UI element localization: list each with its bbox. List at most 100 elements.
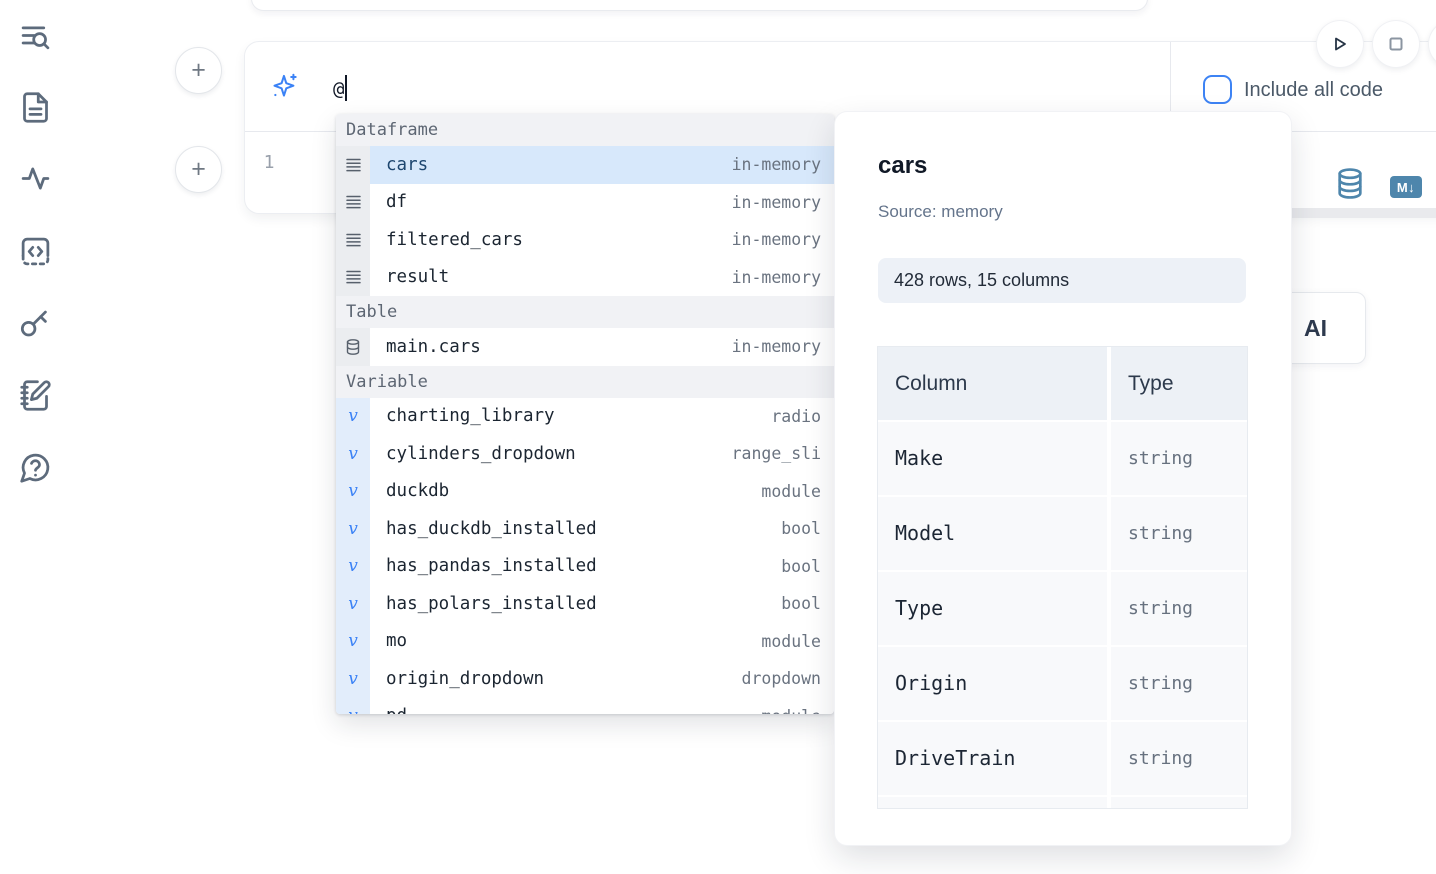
table-row: Model string: [878, 497, 1247, 570]
variable-icon: v: [336, 547, 370, 585]
column-name-cell: Model: [878, 497, 1107, 570]
scratchpad-icon[interactable]: [19, 379, 52, 412]
line-number: 1: [263, 152, 275, 173]
item-name: has_polars_installed: [386, 593, 597, 614]
include-all-code-label: Include all code: [1244, 79, 1383, 101]
item-type: range_sli: [731, 444, 821, 464]
cell-column-divider: [1170, 42, 1171, 131]
column-type-cell: string: [1111, 722, 1247, 795]
database-icon: [336, 328, 370, 366]
stop-icon: [1389, 37, 1403, 51]
item-type: bool: [781, 556, 821, 576]
autocomplete-item[interactable]: cars in-memory: [336, 146, 834, 184]
item-name: df: [386, 192, 408, 213]
item-name: mo: [386, 631, 408, 652]
schema-table: Column Type Make string Model string Typ…: [878, 347, 1247, 808]
column-type-cell: string: [1111, 647, 1247, 720]
variable-icon: v: [336, 585, 370, 623]
schema-table-header-row: Column Type: [878, 347, 1247, 420]
autocomplete-item[interactable]: result in-memory: [336, 258, 834, 296]
rows-icon: [336, 258, 370, 296]
section-header-table: Table: [336, 296, 834, 328]
file-icon[interactable]: [19, 91, 52, 124]
ai-prompt-input[interactable]: @: [333, 75, 348, 101]
autocomplete-item[interactable]: v origin_dropdown dropdown: [336, 660, 834, 698]
add-cell-above-button[interactable]: +: [175, 47, 222, 94]
autocomplete-item[interactable]: v has_polars_installed bool: [336, 585, 834, 623]
item-type: in-memory: [731, 267, 821, 287]
shape-badge: 428 rows, 15 columns: [878, 258, 1246, 303]
autocomplete-item-clipped[interactable]: v pdmodule: [336, 697, 834, 714]
autocomplete-item[interactable]: main.cars in-memory: [336, 328, 834, 366]
column-name-cell: [878, 797, 1107, 808]
sparkles-icon: [270, 72, 299, 101]
autocomplete-item[interactable]: v charting_library radio: [336, 397, 834, 435]
section-header-dataframe: Dataframe: [336, 114, 834, 146]
item-name: origin_dropdown: [386, 668, 545, 689]
database-icon[interactable]: [1336, 168, 1364, 200]
table-row: DriveTrain string: [878, 722, 1247, 795]
table-row: Origin string: [878, 647, 1247, 720]
autocomplete-item[interactable]: v has_pandas_installed bool: [336, 547, 834, 585]
autocomplete-item[interactable]: v mo module: [336, 622, 834, 660]
column-name-cell: Origin: [878, 647, 1107, 720]
rows-icon: [336, 221, 370, 259]
item-name: result: [386, 267, 450, 288]
item-type: bool: [781, 594, 821, 614]
item-type: module: [761, 707, 821, 714]
add-cell-below-button[interactable]: +: [175, 146, 222, 193]
item-name: cars: [386, 154, 429, 175]
stop-cell-button[interactable]: [1373, 21, 1419, 67]
item-name: main.cars: [386, 336, 481, 357]
dataframe-preview-panel: cars Source: memory 428 rows, 15 columns…: [835, 112, 1291, 845]
run-cell-button[interactable]: [1317, 21, 1363, 67]
column-type-cell: [1111, 797, 1247, 808]
help-chat-icon[interactable]: [19, 451, 52, 484]
toc-search-icon[interactable]: [19, 21, 52, 54]
column-name-cell: Make: [878, 422, 1107, 495]
table-row: Type string: [878, 572, 1247, 645]
table-row-clipped: [878, 797, 1247, 808]
column-header: Column: [878, 347, 1107, 420]
column-type-cell: string: [1111, 497, 1247, 570]
previous-cell-edge: [251, 0, 1148, 11]
column-name-cell: DriveTrain: [878, 722, 1107, 795]
item-name: has_duckdb_installed: [386, 518, 597, 539]
autocomplete-item[interactable]: v has_duckdb_installed bool: [336, 510, 834, 548]
item-name: duckdb: [386, 481, 450, 502]
activity-icon[interactable]: [19, 162, 52, 195]
column-type-cell: string: [1111, 572, 1247, 645]
preview-source: Source: memory: [878, 202, 1003, 221]
variable-icon: v: [336, 697, 370, 714]
variable-icon: v: [336, 622, 370, 660]
item-type: bool: [781, 519, 821, 539]
item-name: charting_library: [386, 406, 555, 427]
item-type: module: [761, 631, 821, 651]
item-type: dropdown: [741, 669, 821, 689]
item-type: in-memory: [731, 230, 821, 250]
rows-icon: [336, 146, 370, 184]
table-row: Make string: [878, 422, 1247, 495]
variable-icon: v: [336, 397, 370, 435]
variable-icon: v: [336, 660, 370, 698]
item-type: in-memory: [731, 155, 821, 175]
variable-icon: v: [336, 472, 370, 510]
markdown-export-icon[interactable]: M↓: [1390, 176, 1422, 198]
preview-title: cars: [878, 152, 928, 179]
rows-icon: [336, 183, 370, 221]
snippets-icon[interactable]: [19, 235, 52, 268]
item-name: cylinders_dropdown: [386, 443, 576, 464]
include-all-code-checkbox[interactable]: [1203, 75, 1232, 104]
key-icon[interactable]: [19, 306, 52, 339]
item-type: in-memory: [731, 192, 821, 212]
partial-circle-button[interactable]: [1429, 21, 1436, 67]
item-type: in-memory: [731, 337, 821, 357]
item-type: radio: [771, 406, 821, 426]
column-type-cell: string: [1111, 422, 1247, 495]
variable-icon: v: [336, 510, 370, 548]
autocomplete-item[interactable]: df in-memory: [336, 183, 834, 221]
item-name: has_pandas_installed: [386, 556, 597, 577]
